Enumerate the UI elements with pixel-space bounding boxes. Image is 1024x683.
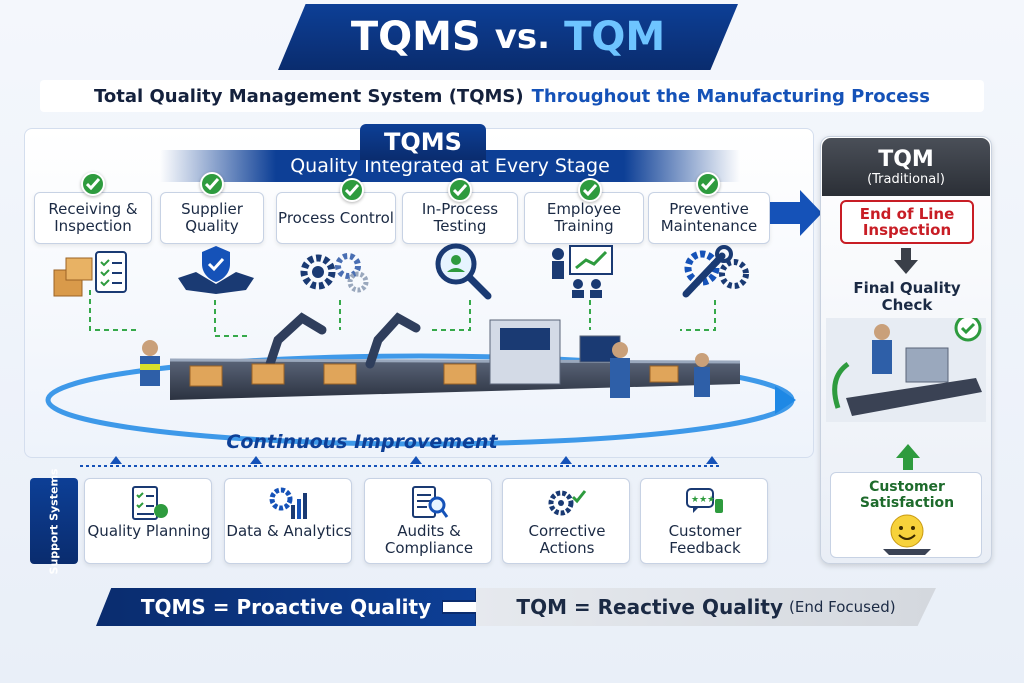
- support-label: Corrective Actions: [528, 522, 606, 557]
- tqms-proactive-banner: TQMS = Proactive Quality: [96, 588, 476, 626]
- subtitle-part2: Throughout the Manufacturing Process: [531, 85, 930, 107]
- trainer-board-icon: [552, 245, 613, 298]
- stage-maintenance: Preventive Maintenance: [648, 192, 770, 244]
- tqm-reactive-label: TQM = Reactive Quality: [516, 595, 783, 619]
- continuous-improvement-label: Continuous Improvement: [226, 431, 498, 453]
- subtitle: Total Quality Management System (TQMS) T…: [40, 80, 984, 112]
- customer-satisfaction: Customer Satisfaction: [830, 472, 982, 558]
- feedback-icon: ★★★: [686, 488, 723, 513]
- corrective-gear-icon: [548, 490, 587, 516]
- handshake-shield-icon: [178, 246, 254, 294]
- audit-icon: [412, 486, 449, 518]
- support-customer-feedback: ★★★ Customer Feedback: [640, 478, 768, 564]
- flow-arrow-icon: [770, 190, 822, 236]
- magnifier-icon: [435, 243, 492, 300]
- check-icon: [448, 178, 472, 202]
- analytics-icon: [269, 487, 307, 519]
- support-up-arrows: [80, 456, 720, 467]
- checklist-icon: [132, 486, 168, 520]
- check-icon: [340, 178, 364, 202]
- wrench-gear-icon: [682, 245, 749, 298]
- support-data-analytics: Data & Analytics: [224, 478, 352, 564]
- conveyor-scene: [45, 312, 796, 447]
- smiley-icon: [883, 514, 931, 555]
- tqm-reactive-note: (End Focused): [789, 598, 896, 616]
- subtitle-part1: Total Quality Management System (TQMS): [94, 85, 524, 107]
- end-of-line-inspection: End of Line Inspection: [840, 200, 974, 244]
- support-quality-planning: Quality Planning: [84, 478, 212, 564]
- gears-icon: [300, 253, 369, 293]
- boxes-clipboard-icon: [53, 251, 127, 297]
- down-arrow-icon: [894, 248, 918, 274]
- tqm-subtitle: (Traditional): [867, 172, 945, 187]
- support-label: Audits & Compliance: [384, 522, 474, 557]
- title-tqm: TQM: [564, 14, 666, 60]
- check-icon: [578, 178, 602, 202]
- stage-training: Employee Training: [524, 192, 644, 244]
- support-label: Quality Planning: [87, 522, 211, 540]
- tqm-reactive-banner: TQM = Reactive Quality (End Focused): [476, 588, 936, 626]
- support-label: Data & Analytics: [226, 522, 352, 540]
- support-label: Customer Feedback: [668, 522, 742, 557]
- support-systems-tag: Support Systems: [30, 468, 78, 574]
- support-systems-label: Support Systems: [47, 468, 61, 574]
- check-icon: [696, 172, 720, 196]
- final-quality-check: Final Quality Check: [853, 279, 961, 314]
- title-vs: vs.: [494, 17, 551, 57]
- svg-text:★★★: ★★★: [691, 495, 715, 505]
- check-icon: [200, 172, 224, 196]
- tqms-panel: [24, 128, 814, 458]
- support-audits-compliance: Audits & Compliance: [364, 478, 492, 564]
- inspection-scene: [826, 318, 986, 422]
- check-icon: [81, 172, 105, 196]
- tqms-header: TQMS: [360, 124, 486, 160]
- tqm-header: TQM (Traditional): [822, 138, 990, 196]
- customer-satisfaction-label: Customer Satisfaction: [859, 479, 955, 511]
- support-corrective-actions: Corrective Actions: [502, 478, 630, 564]
- stage-process: Process Control: [276, 192, 396, 244]
- stage-connectors: [89, 290, 716, 337]
- up-arrow-icon: [896, 444, 920, 470]
- title-tqms: TQMS: [350, 14, 481, 60]
- stage-supplier: Supplier Quality: [160, 192, 264, 244]
- tqm-title: TQM: [878, 147, 934, 172]
- title-banner: TQMS vs. TQM: [278, 4, 738, 70]
- stage-receiving: Receiving & Inspection: [34, 192, 152, 244]
